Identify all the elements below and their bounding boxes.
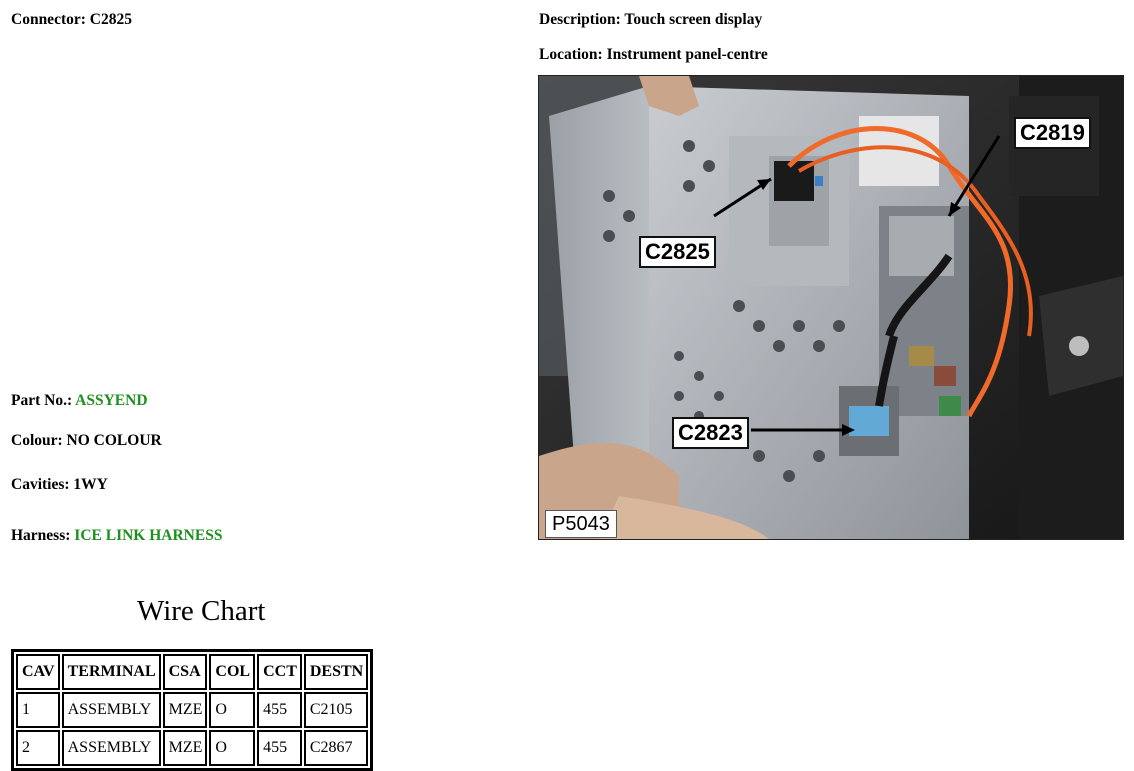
harness-field: Harness: ICE LINK HARNESS <box>11 527 222 545</box>
photo-illustration <box>539 76 1123 539</box>
table-row: 1 ASSEMBLY MZE O 455 C2105 <box>16 692 369 728</box>
cell-destn: C2105 <box>303 692 369 728</box>
cavities-value: 1WY <box>73 476 108 493</box>
connector-label: Connector: <box>11 11 86 28</box>
header-col: COL <box>209 654 256 690</box>
wire-chart-title: Wire Chart <box>137 595 266 627</box>
callout-c2823: C2823 <box>672 417 749 449</box>
location-field: Location: Instrument panel-centre <box>539 46 768 64</box>
header-cct: CCT <box>257 654 302 690</box>
harness-value: ICE LINK HARNESS <box>74 527 223 544</box>
header-csa: CSA <box>162 654 208 690</box>
cell-terminal: ASSEMBLY <box>61 692 161 728</box>
part-no-field: Part No.: ASSYEND <box>11 392 148 410</box>
location-label: Location: <box>539 46 603 63</box>
cell-terminal: ASSEMBLY <box>61 730 161 766</box>
colour-label: Colour: <box>11 432 63 449</box>
wire-chart-table: CAV TERMINAL CSA COL CCT DESTN 1 ASSEMBL… <box>11 649 374 771</box>
cell-col: O <box>209 692 256 728</box>
table-header-row: CAV TERMINAL CSA COL CCT DESTN <box>16 654 369 690</box>
cavities-label: Cavities: <box>11 476 70 493</box>
harness-label: Harness: <box>11 527 71 544</box>
description-label: Description: <box>539 11 621 28</box>
header-cav: CAV <box>16 654 60 690</box>
header-destn: DESTN <box>303 654 369 690</box>
description-field: Description: Touch screen display <box>539 11 762 29</box>
table-row: 2 ASSEMBLY MZE O 455 C2867 <box>16 730 369 766</box>
colour-value: NO COLOUR <box>66 432 162 449</box>
cell-cct: 455 <box>257 730 302 766</box>
cell-cav: 1 <box>16 692 60 728</box>
photo-reference: P5043 <box>545 510 617 538</box>
description-value: Touch screen display <box>624 11 763 28</box>
colour-field: Colour: NO COLOUR <box>11 432 162 450</box>
connector-field: Connector: C2825 <box>11 11 132 29</box>
cell-csa: MZE <box>162 692 208 728</box>
header-terminal: TERMINAL <box>61 654 161 690</box>
cell-cav: 2 <box>16 730 60 766</box>
location-value: Instrument panel-centre <box>606 46 768 63</box>
cell-col: O <box>209 730 256 766</box>
cell-cct: 455 <box>257 692 302 728</box>
cell-destn: C2867 <box>303 730 369 766</box>
part-no-value: ASSYEND <box>75 392 148 409</box>
cell-csa: MZE <box>162 730 208 766</box>
part-no-label: Part No.: <box>11 392 73 409</box>
callout-c2819: C2819 <box>1014 117 1091 149</box>
cavities-field: Cavities: 1WY <box>11 476 108 494</box>
connector-value: C2825 <box>89 11 132 28</box>
callout-c2825: C2825 <box>639 236 716 268</box>
connector-location-photo: C2819 C2825 C2823 P5043 <box>538 75 1124 540</box>
